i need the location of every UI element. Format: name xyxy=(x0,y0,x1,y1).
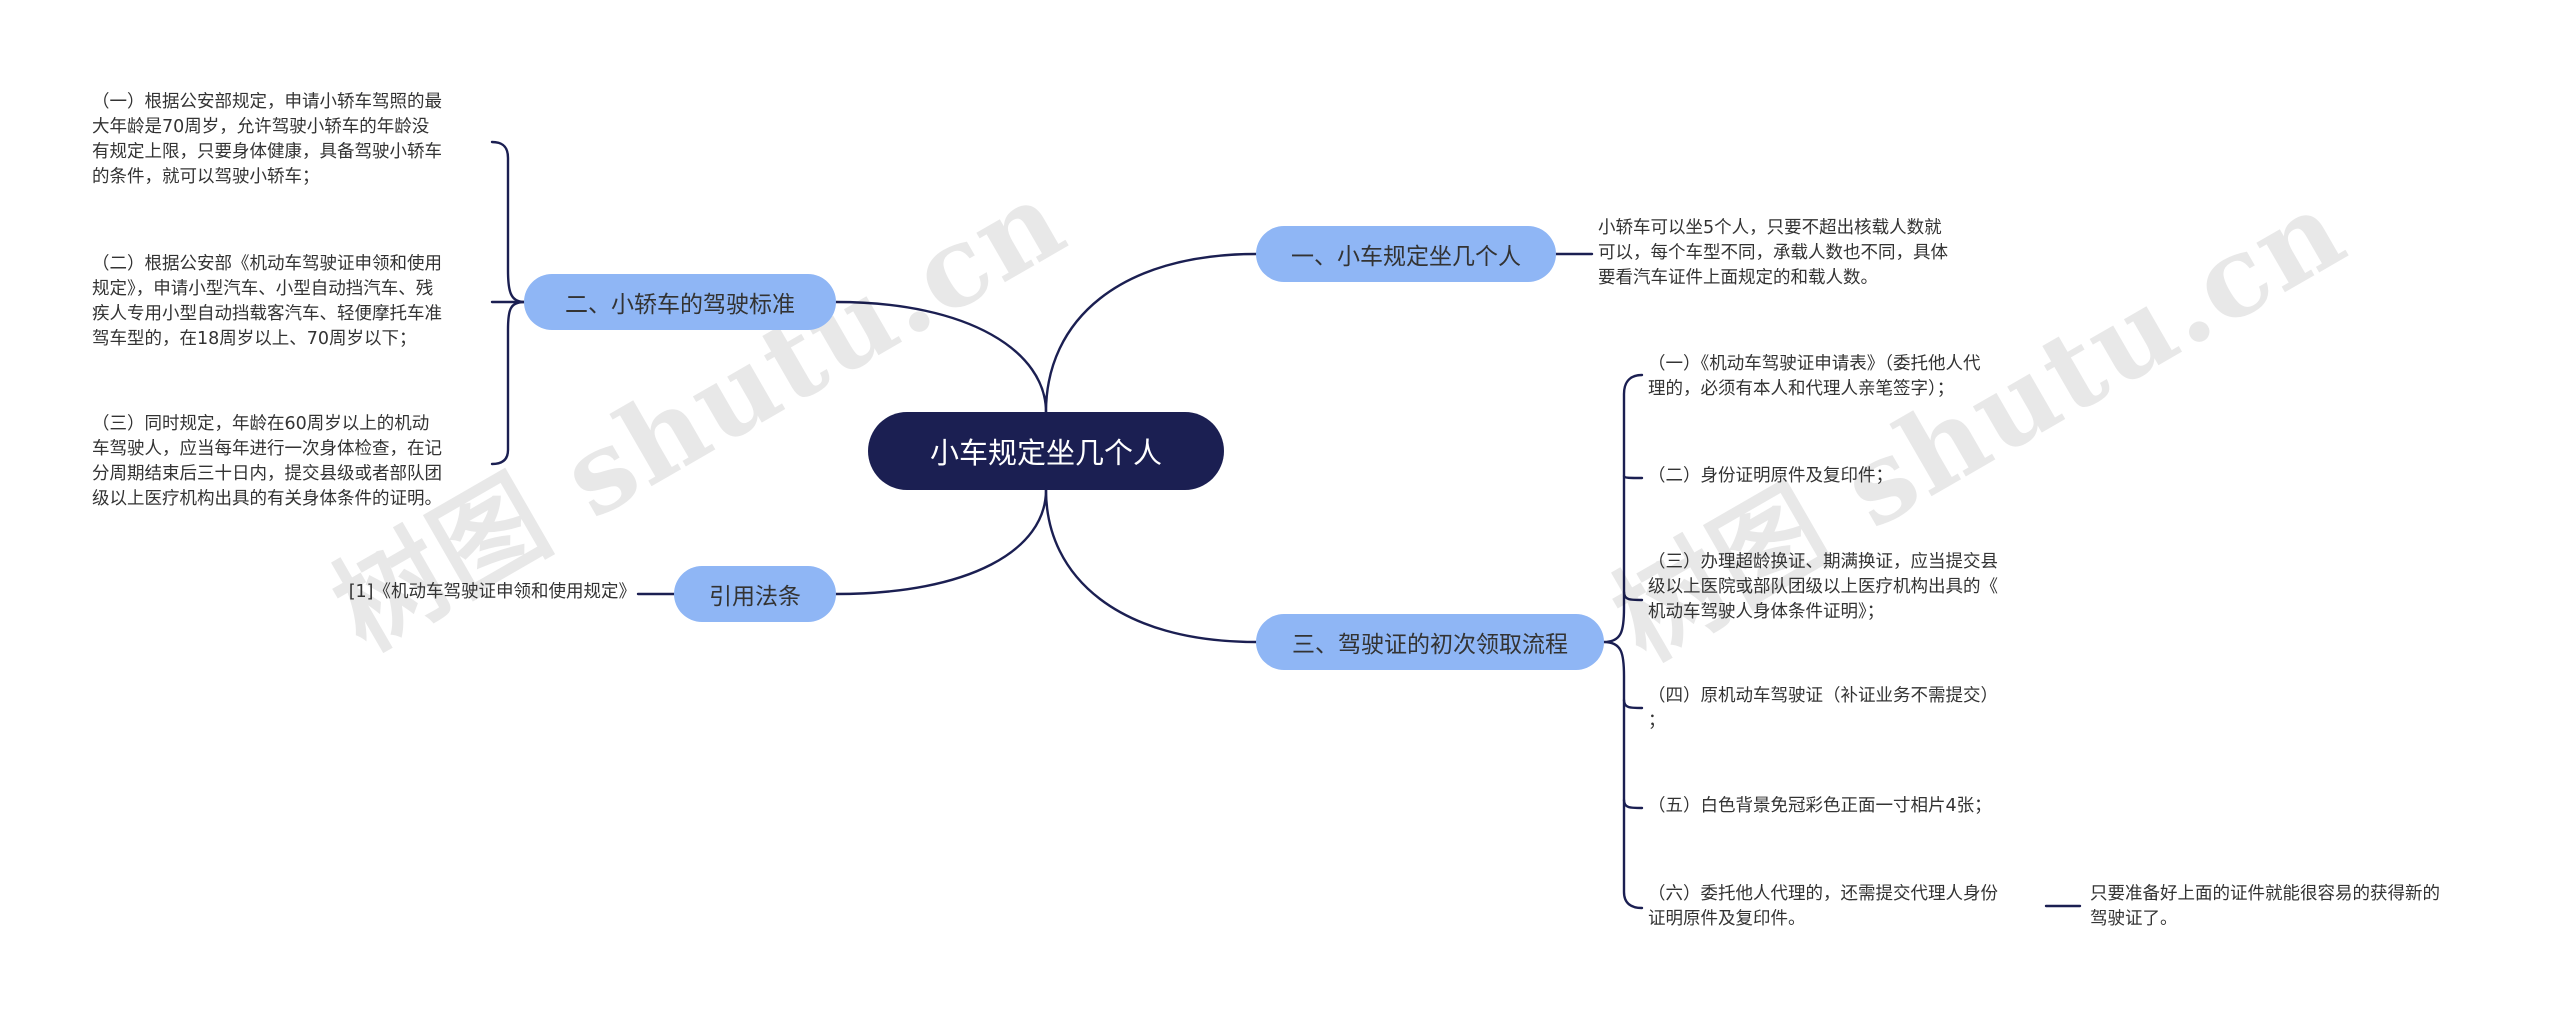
leaf-standard-vehicle-types: （二）根据公安部《机动车驾驶证申领和使用 规定》，申请小型汽车、小型自动挡汽车、… xyxy=(92,254,442,349)
leaf-process-agent-id: （六）委托他人代理的，还需提交代理人身份 证明原件及复印件。 xyxy=(1648,884,1998,929)
leaf-process-id-copy: （二）身份证明原件及复印件； xyxy=(1648,466,1893,486)
link-root-b3 xyxy=(1044,488,1258,644)
leaf-standard-health-check: （三）同时规定，年龄在60周岁以上的机动 车驾驶人，应当每年进行一次身体检查，在… xyxy=(92,414,442,509)
link-root-b4 xyxy=(834,488,1048,596)
branch-license-process[interactable]: 三、驾驶证的初次领取流程 xyxy=(1256,614,1604,670)
root-label: 小车规定坐几个人 xyxy=(929,436,1162,470)
link-b3-bracket xyxy=(1602,373,1644,910)
leaf-process-old-license: （四）原机动车驾驶证（补证业务不需提交） ； xyxy=(1648,686,1998,731)
branch-seat-capacity[interactable]: 一、小车规定坐几个人 xyxy=(1256,226,1556,282)
link-root-b2 xyxy=(834,300,1048,414)
branch-driving-standard-label: 二、小轿车的驾驶标准 xyxy=(565,292,795,318)
branch-cited-law-label: 引用法条 xyxy=(709,584,801,610)
link-root-b1 xyxy=(1044,252,1258,414)
branch-seat-capacity-label: 一、小车规定坐几个人 xyxy=(1291,244,1521,270)
leaf-process-application-form: （一）《机动车驾驶证申请表》（委托他人代 理的，必须有本人和代理人亲笔签字）； xyxy=(1648,354,1981,399)
link-b3-leaf4 xyxy=(1622,698,1644,710)
branch-cited-law[interactable]: 引用法条 xyxy=(674,566,836,622)
leaf-cited-regulation: [1]《机动车驾驶证申领和使用规定》 xyxy=(348,582,636,602)
branch-driving-standard[interactable]: 二、小轿车的驾驶标准 xyxy=(524,274,836,330)
root-node[interactable]: 小车规定坐几个人 xyxy=(868,412,1224,490)
link-b3-leaf2 xyxy=(1622,474,1644,480)
leaf-standard-age-limit: （一）根据公安部规定，申请小轿车驾照的最 大年龄是70周岁，允许驾驶小轿车的年龄… xyxy=(92,92,442,187)
leaf-process-health-certificate: （三）办理超龄换证、期满换证，应当提交县 级以上医院或部队团级以上医疗机构出具的… xyxy=(1648,552,1998,622)
branch-license-process-label: 三、驾驶证的初次领取流程 xyxy=(1292,632,1568,658)
leaf-process-photos: （五）白色背景免冠彩色正面一寸相片4张； xyxy=(1648,796,1992,816)
link-b3-leaf3 xyxy=(1622,590,1644,602)
leaf-seat-capacity-detail: 小轿车可以坐5个人，只要不超出核载人数就 可以，每个车型不同，承载人数也不同，具… xyxy=(1598,218,1948,288)
link-b3-leaf5 xyxy=(1622,798,1644,810)
leaf-process-conclusion: 只要准备好上面的证件就能很容易的获得新的 驾驶证了。 xyxy=(2090,884,2440,929)
